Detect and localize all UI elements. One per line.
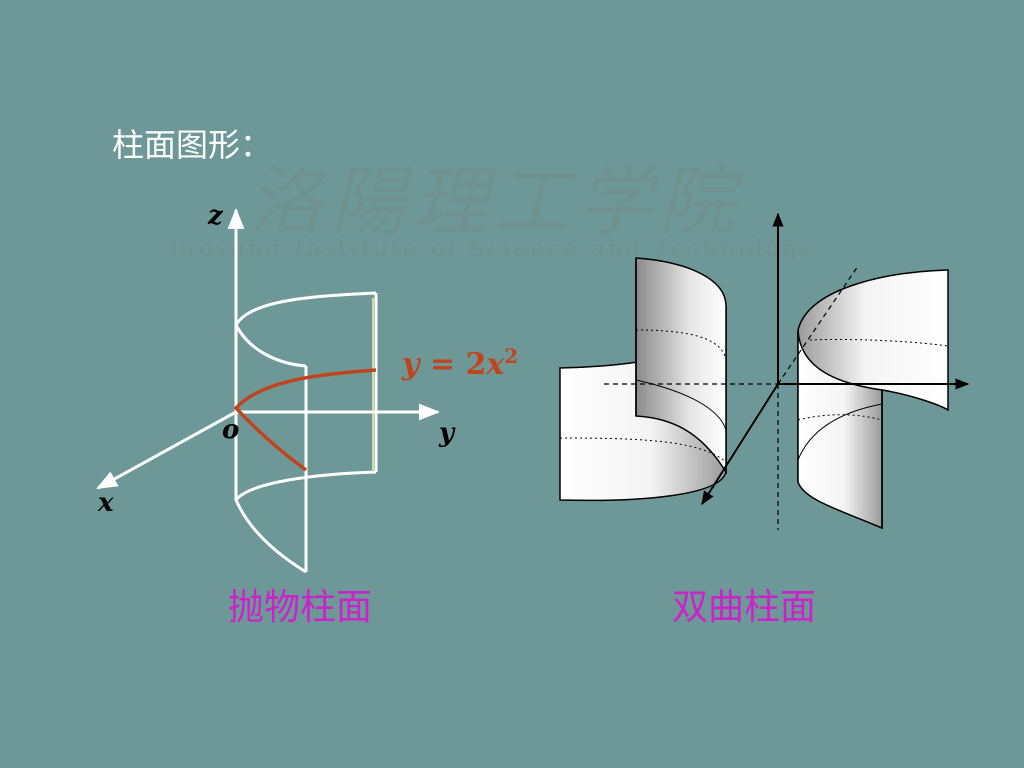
equation-lhs: y (402, 347, 420, 382)
hyperbolic-cylinder-figure (559, 212, 970, 530)
equation-exponent: 2 (504, 344, 519, 368)
right-sheet-dotted-2 (797, 414, 883, 421)
left-sheet-back (635, 257, 727, 475)
axis-label-x: x (98, 488, 114, 518)
slide-title: 柱面图形： (112, 126, 273, 164)
right-sheet-inner-curve (797, 403, 883, 461)
caption-parabolic-cylinder: 抛物柱面 (228, 587, 373, 628)
equation-var: x (486, 347, 505, 382)
equation-eq: = 2 (419, 347, 487, 382)
left-sheet-dotted-1 (635, 329, 727, 361)
parabola-curve (233, 368, 377, 472)
axis-label-z: z (208, 201, 223, 231)
parabolic-cylinder-figure (96, 207, 441, 574)
right-x-axis-dashed (777, 265, 859, 385)
top-parabola (234, 291, 377, 368)
x-axis (96, 410, 237, 490)
caption-hyperbolic-cylinder: 双曲柱面 (672, 587, 817, 628)
axis-label-y: y (439, 418, 455, 448)
right-x-axis (701, 383, 779, 506)
parabola-equation: y = 2x2 (402, 346, 518, 380)
axis-label-origin: o (222, 415, 240, 445)
